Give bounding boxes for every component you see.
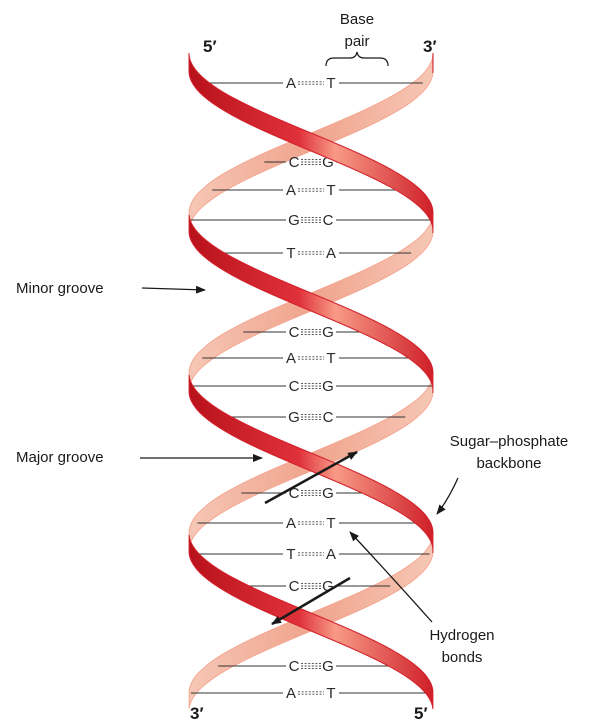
base-letter-right: A xyxy=(326,245,336,262)
base-letter-right: C xyxy=(323,212,334,229)
base-pair-label-line1: Base xyxy=(340,11,374,28)
base-letter-left: A xyxy=(286,350,296,367)
base-letter-left: C xyxy=(289,578,300,595)
front-strand xyxy=(189,53,433,709)
major-groove-label: Major groove xyxy=(16,449,104,466)
base-letter-right: T xyxy=(326,685,335,702)
base-letter-left: A xyxy=(286,182,296,199)
end-label-bottom-right: 5′ xyxy=(414,704,428,723)
base-pair-brace xyxy=(326,52,388,66)
base-letter-left: C xyxy=(289,378,300,395)
base-letter-left: T xyxy=(286,546,295,563)
backbone-label-line2: backbone xyxy=(476,455,541,472)
end-label-top-left: 5′ xyxy=(203,37,217,56)
base-letter-right: C xyxy=(323,409,334,426)
base-letter-right: G xyxy=(322,378,334,395)
base-letter-right: T xyxy=(326,515,335,532)
hydrogen-bonds-label-line1: Hydrogen xyxy=(429,627,494,644)
base-letter-left: A xyxy=(286,685,296,702)
base-letter-left: C xyxy=(289,154,300,171)
front-ribbon-segment xyxy=(189,535,433,709)
front-ribbon-segment xyxy=(189,375,433,553)
minor-groove-label: Minor groove xyxy=(16,280,104,297)
base-letter-right: T xyxy=(326,350,335,367)
base-letter-left: C xyxy=(289,658,300,675)
front-ribbon-segment xyxy=(189,215,433,393)
front-ribbon-segment xyxy=(189,53,433,233)
base-letter-left: A xyxy=(286,515,296,532)
base-letter-right: G xyxy=(322,658,334,675)
base-pair-label-line2: pair xyxy=(344,33,369,50)
minor-groove-arrow xyxy=(142,288,205,290)
backbone-label-line1: Sugar–phosphate xyxy=(450,433,568,450)
base-letter-right: A xyxy=(326,546,336,563)
hydrogen-bonds-label-line2: bonds xyxy=(442,649,483,666)
backbone-arrow xyxy=(437,478,458,514)
back-strand xyxy=(189,55,433,709)
base-letter-left: G xyxy=(288,212,300,229)
base-letter-left: C xyxy=(289,324,300,341)
base-letter-left: G xyxy=(288,409,300,426)
base-letter-right: T xyxy=(326,182,335,199)
base-letter-left: A xyxy=(286,75,296,92)
base-letter-left: T xyxy=(286,245,295,262)
end-label-top-right: 3′ xyxy=(423,37,437,56)
base-letter-right: T xyxy=(326,75,335,92)
base-letter-right: G xyxy=(322,485,334,502)
base-letter-right: G xyxy=(322,324,334,341)
end-label-bottom-left: 3′ xyxy=(190,704,204,723)
